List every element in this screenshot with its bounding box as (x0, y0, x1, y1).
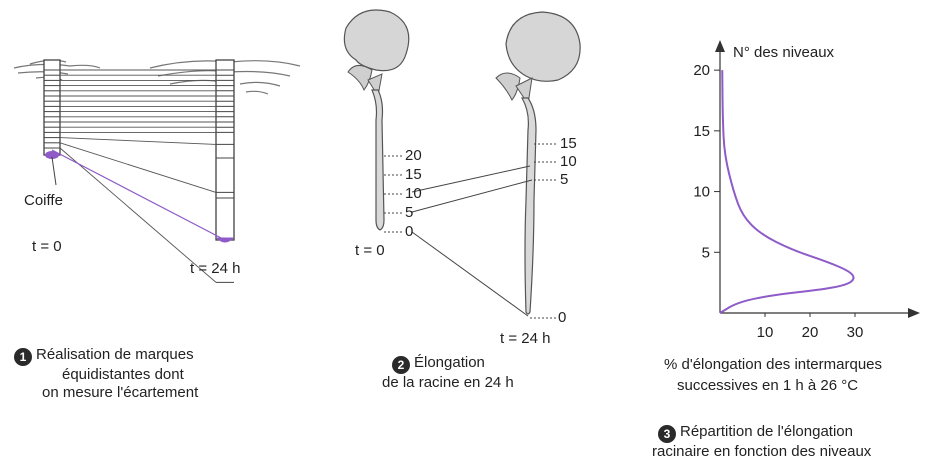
panel1-drawing (13, 59, 301, 283)
chart-x-axis-label-line1: % d'élongation des intermarques (664, 356, 882, 373)
mark-t24-5: 5 (560, 171, 569, 188)
chart-y-axis-label: N° des niveaux (733, 44, 835, 61)
chart-x-axis-label-line2: successives en 1 h à 26 °C (677, 377, 859, 394)
y-tick-label: 10 (693, 184, 710, 201)
x-tick-label: 20 (802, 324, 819, 341)
chart-axes (715, 40, 920, 318)
series-line (719, 70, 855, 314)
connector-5 (411, 179, 533, 213)
y-axis-arrow-icon (715, 40, 725, 52)
x-tick-label: 10 (757, 324, 774, 341)
marks-t24 (530, 143, 558, 319)
mark-t0-10: 10 (405, 185, 422, 202)
mark-t0-15: 15 (405, 166, 422, 183)
panel1-t24-label: t = 24 h (190, 260, 241, 277)
y-tick-label: 5 (702, 244, 710, 261)
coiffe-connector (51, 149, 226, 241)
seedling-t24 (495, 11, 581, 315)
panel1-caption-line1: Réalisation de marques (36, 346, 194, 363)
panel3-caption-line2: racinaire en fonction des niveaux (652, 443, 872, 460)
panel3-caption-line1: Répartition de l'élongation (680, 423, 853, 440)
mark-lines (44, 69, 234, 283)
root-t0 (43, 59, 61, 156)
chart-ticks: 5 10 15 20 10 20 30 (693, 62, 863, 341)
mark-connector (59, 137, 217, 145)
mark-t0-0: 0 (405, 223, 414, 240)
root-t24 (215, 59, 235, 241)
mark-t0-20: 20 (405, 147, 422, 164)
mark-connector (59, 147, 217, 283)
panel2-number-badge: 2 (392, 356, 410, 374)
panel2-t24-label: t = 24 h (500, 330, 551, 347)
mark-t0-5: 5 (405, 204, 414, 221)
mark-connector (59, 142, 217, 193)
marks-t0 (384, 155, 404, 233)
mark-t24-10: 10 (560, 153, 577, 170)
panel2-caption-line2: de la racine en 24 h (382, 374, 514, 391)
connector-0 (411, 231, 529, 317)
coiffe-pointer (51, 156, 57, 186)
panel1-caption-line2: équidistantes dont (62, 366, 184, 383)
mark-t24-15: 15 (560, 135, 577, 152)
panel1-caption-line3: on mesure l'écartement (42, 384, 199, 401)
mark-t24-0: 0 (558, 309, 567, 326)
chart-series (719, 70, 855, 314)
seedling-t0 (343, 9, 410, 231)
y-tick-label: 20 (693, 62, 710, 79)
panel2-caption-line1: Élongation (414, 354, 485, 371)
x-tick-label: 30 (847, 324, 864, 341)
x-axis-arrow-icon (908, 308, 920, 318)
coiffe-label: Coiffe (24, 192, 63, 209)
coiffe-t0 (45, 151, 59, 159)
y-tick-label: 15 (693, 123, 710, 140)
panel1-t0-label: t = 0 (32, 238, 62, 255)
elongation-chart: 5 10 15 20 10 20 30 (693, 40, 920, 341)
panel2-drawing (343, 9, 581, 319)
panel1-number-badge: 1 (14, 348, 32, 366)
connector-10 (411, 165, 531, 193)
panel2-t0-label: t = 0 (355, 242, 385, 259)
panel3-number-badge: 3 (658, 425, 676, 443)
